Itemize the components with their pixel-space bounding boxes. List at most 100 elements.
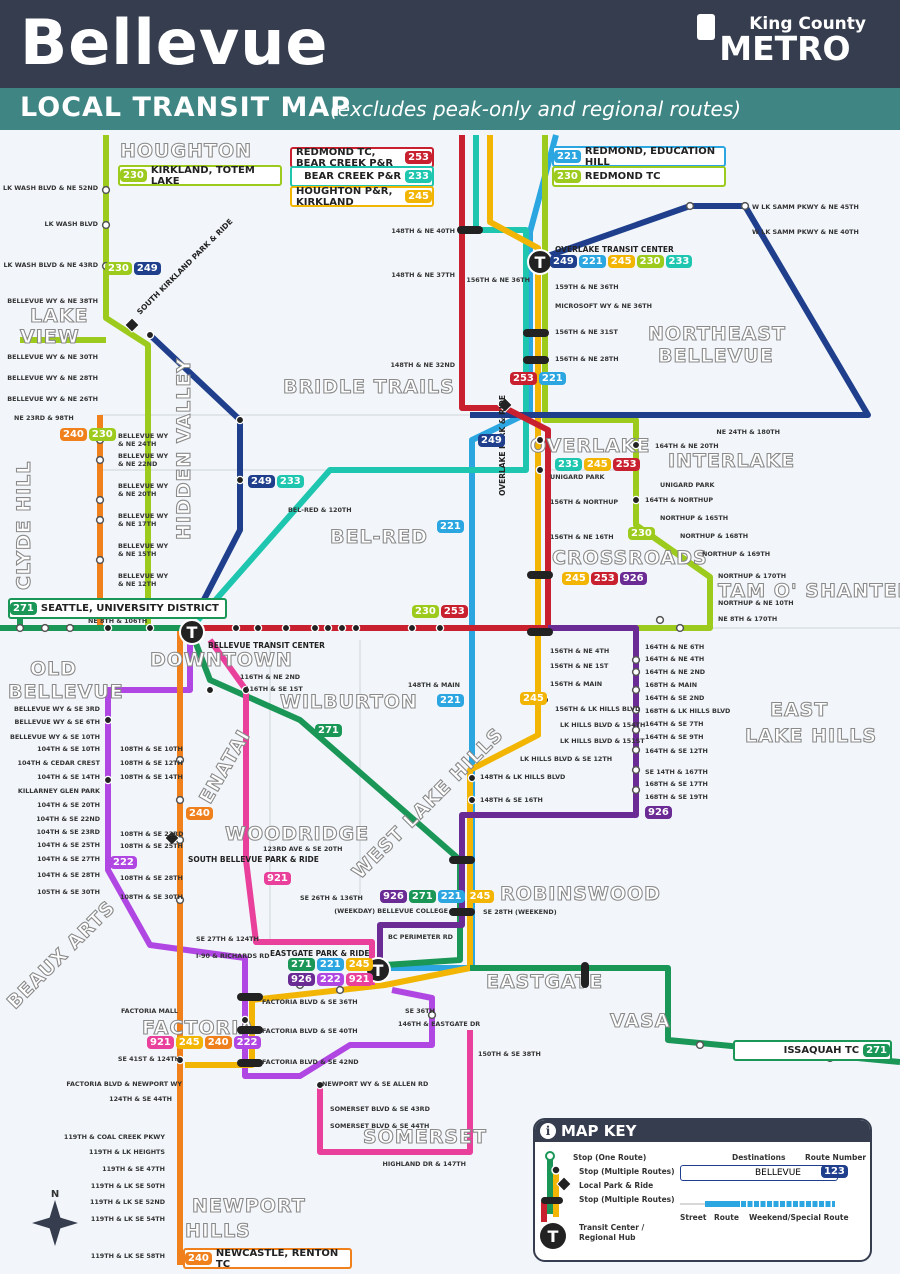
park-ride-icon[interactable] [164, 830, 180, 846]
route-badge-245[interactable]: 245 [466, 890, 494, 903]
route-badge-245[interactable]: 245 [562, 572, 589, 585]
stop-one-route[interactable] [631, 745, 641, 755]
stop-bar[interactable] [457, 226, 483, 234]
route-badge-240[interactable]: 240 [60, 428, 87, 441]
route-badge-230[interactable]: 230 [554, 170, 581, 183]
stop-multiple-routes[interactable] [631, 440, 641, 450]
route-badge-240[interactable]: 240 [204, 1036, 232, 1049]
stop-one-route[interactable] [655, 615, 665, 625]
route-badge-233[interactable]: 233 [555, 458, 582, 471]
stop-multiple-routes[interactable] [240, 1015, 250, 1025]
park-ride-icon[interactable] [124, 317, 140, 333]
stop-multiple-routes[interactable] [535, 435, 545, 445]
route-badge-271[interactable]: 271 [408, 890, 436, 903]
stop-multiple-routes[interactable] [103, 623, 113, 633]
route-badge-271[interactable]: 271 [288, 958, 315, 971]
route-badge-271[interactable]: 271 [315, 724, 342, 737]
stop-multiple-routes[interactable] [253, 623, 263, 633]
route-badge-253[interactable]: 253 [590, 572, 618, 585]
stop-multiple-routes[interactable] [175, 1055, 185, 1065]
route-badge-245[interactable]: 245 [520, 692, 547, 705]
route-badge-245[interactable]: 245 [607, 255, 635, 268]
stop-bar[interactable] [449, 908, 475, 916]
route-badge-221[interactable]: 221 [538, 372, 566, 385]
stop-multiple-routes[interactable] [241, 685, 251, 695]
stop-multiple-routes[interactable] [407, 623, 417, 633]
route-badge-253[interactable]: 253 [405, 151, 432, 164]
stop-bar[interactable] [527, 628, 553, 636]
route-badge-240[interactable]: 240 [186, 807, 213, 820]
stop-one-route[interactable] [631, 667, 641, 677]
route-badge-249[interactable]: 249 [133, 262, 161, 275]
stop-multiple-routes[interactable] [535, 465, 545, 475]
stop-one-route[interactable] [175, 795, 185, 805]
route-badge-926[interactable]: 926 [619, 572, 647, 585]
stop-one-route[interactable] [695, 1040, 705, 1050]
stop-one-route[interactable] [685, 201, 695, 211]
route-badge-221[interactable]: 221 [316, 958, 344, 971]
stop-multiple-routes[interactable] [205, 685, 215, 695]
route-badge-222[interactable]: 222 [233, 1036, 261, 1049]
stop-one-route[interactable] [95, 495, 105, 505]
route-badge-921[interactable]: 921 [147, 1036, 174, 1049]
route-badge-245[interactable]: 245 [405, 190, 432, 203]
route-badge-221[interactable]: 221 [554, 150, 581, 163]
route-badge-230[interactable]: 230 [636, 255, 664, 268]
stop-bar[interactable] [237, 1059, 263, 1067]
route-badge-230[interactable]: 230 [105, 262, 132, 275]
stop-one-route[interactable] [40, 623, 50, 633]
stop-one-route[interactable] [740, 201, 750, 211]
route-badge-253[interactable]: 253 [510, 372, 537, 385]
stop-multiple-routes[interactable] [145, 623, 155, 633]
stop-one-route[interactable] [631, 705, 641, 715]
route-badge-221[interactable]: 221 [437, 890, 465, 903]
route-badge-926[interactable]: 926 [645, 806, 672, 819]
stop-multiple-routes[interactable] [145, 330, 155, 340]
route-badge-233[interactable]: 233 [665, 255, 693, 268]
route-badge-230[interactable]: 230 [412, 605, 439, 618]
stop-one-route[interactable] [631, 685, 641, 695]
stop-multiple-routes[interactable] [337, 623, 347, 633]
stop-one-route[interactable] [631, 655, 641, 665]
route-badge-245[interactable]: 245 [345, 958, 373, 971]
route-badge-253[interactable]: 253 [612, 458, 640, 471]
route-badge-222[interactable]: 222 [316, 973, 344, 986]
stop-one-route[interactable] [631, 785, 641, 795]
transit-center-icon[interactable]: T [179, 619, 205, 645]
route-badge-249[interactable]: 249 [478, 434, 505, 447]
stop-bar[interactable] [523, 329, 549, 337]
route-badge-271[interactable]: 271 [863, 1044, 890, 1057]
stop-bar[interactable] [449, 856, 475, 864]
stop-multiple-routes[interactable] [103, 775, 113, 785]
stop-one-route[interactable] [631, 765, 641, 775]
stop-one-route[interactable] [335, 985, 345, 995]
route-badge-230[interactable]: 230 [88, 428, 116, 441]
stop-bar[interactable] [523, 356, 549, 364]
route-badge-230[interactable]: 230 [628, 527, 655, 540]
transit-center-icon[interactable]: T [527, 249, 553, 275]
route-badge-249[interactable]: 249 [550, 255, 577, 268]
park-ride-icon[interactable] [497, 397, 513, 413]
stop-multiple-routes[interactable] [351, 623, 361, 633]
stop-one-route[interactable] [95, 455, 105, 465]
route-badge-221[interactable]: 221 [578, 255, 606, 268]
stop-one-route[interactable] [101, 185, 111, 195]
stop-multiple-routes[interactable] [435, 623, 445, 633]
stop-one-route[interactable] [95, 555, 105, 565]
stop-multiple-routes[interactable] [323, 623, 333, 633]
stop-multiple-routes[interactable] [235, 415, 245, 425]
stop-one-route[interactable] [631, 725, 641, 735]
route-badge-271[interactable]: 271 [10, 602, 37, 615]
stop-multiple-routes[interactable] [467, 795, 477, 805]
route-badge-921[interactable]: 921 [264, 872, 291, 885]
route-badge-240[interactable]: 240 [185, 1252, 212, 1265]
route-badge-926[interactable]: 926 [380, 890, 407, 903]
stop-one-route[interactable] [101, 220, 111, 230]
route-badge-249[interactable]: 249 [248, 475, 275, 488]
stop-one-route[interactable] [65, 623, 75, 633]
route-badge-921[interactable]: 921 [345, 973, 373, 986]
stop-one-route[interactable] [95, 515, 105, 525]
stop-one-route[interactable] [175, 755, 185, 765]
stop-multiple-routes[interactable] [231, 623, 241, 633]
stop-one-route[interactable] [15, 623, 25, 633]
